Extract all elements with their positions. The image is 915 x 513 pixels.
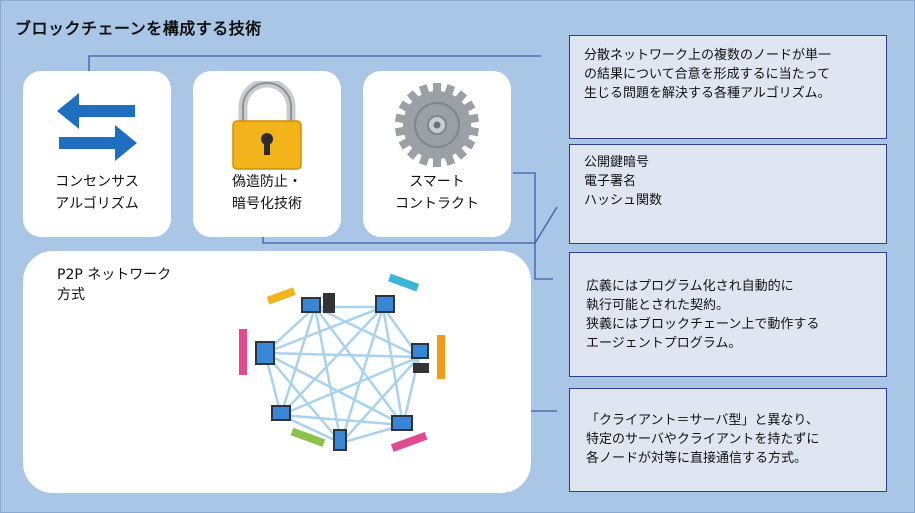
card-crypto: 偽造防止・ 暗号化技術 xyxy=(193,71,341,237)
p2p-network-icon xyxy=(239,273,445,452)
desc-line: 狭義にはブロックチェーン上で動作する xyxy=(586,317,820,332)
connector-smart-desc xyxy=(534,243,553,280)
connector-consensus xyxy=(88,55,541,71)
desc-line: 特定のサーバやクライアントを持たずに xyxy=(586,432,820,447)
card-p2p: P2P ネットワーク 方式 xyxy=(23,251,531,493)
desc-line: 生じる問題を解決する各種アルゴリズム。 xyxy=(584,86,831,101)
desc-smart-contract: 広義にはプログラム化され自動的に 執行可能とされた契約。 狭義にはブロックチェー… xyxy=(569,252,887,377)
desc-line: ハッシュ関数 xyxy=(584,193,663,208)
desc-line: エージェントプログラム。 xyxy=(586,336,742,351)
padlock-icon xyxy=(232,81,302,170)
desc-line: 「クライアント＝サーバ型」と異なり、 xyxy=(586,413,819,428)
card-label-line1: スマート xyxy=(409,174,465,190)
card-label-line1: コンセンサス xyxy=(55,174,139,190)
desc-line: 公開鍵暗号 xyxy=(584,155,650,170)
desc-line: 各ノードが対等に直接通信する方式。 xyxy=(586,451,808,466)
desc-line: 広義にはプログラム化され自動的に xyxy=(586,279,794,294)
p2p-label-line2: 方式 xyxy=(57,287,85,303)
connector-crypto-desc xyxy=(534,206,558,244)
gear-icon xyxy=(394,83,480,167)
desc-consensus: 分散ネットワーク上の複数のノードが単一 の結果について合意を形成するに当たって … xyxy=(569,35,887,139)
exchange-arrows-icon xyxy=(57,93,137,161)
card-label-line2: 暗号化技術 xyxy=(232,196,302,212)
desc-line: の結果について合意を形成するに当たって xyxy=(584,67,830,82)
page-title: ブロックチェーンを構成する技術 xyxy=(15,19,262,38)
card-label-line2: アルゴリズム xyxy=(55,196,139,212)
desc-line: 電子署名 xyxy=(584,174,637,189)
card-consensus: コンセンサス アルゴリズム xyxy=(23,71,171,237)
desc-crypto: 公開鍵暗号 電子署名 ハッシュ関数 xyxy=(569,144,887,244)
desc-line: 分散ネットワーク上の複数のノードが単一 xyxy=(584,48,832,63)
card-label-line1: 偽造防止・ xyxy=(232,174,302,190)
p2p-label-line1: P2P ネットワーク xyxy=(57,267,172,283)
card-smart-contract: スマート コントラクト xyxy=(363,71,511,237)
desc-p2p: 「クライアント＝サーバ型」と異なり、 特定のサーバやクライアントを持たずに 各ノ… xyxy=(569,388,887,492)
desc-line: 執行可能とされた契約。 xyxy=(586,298,730,313)
card-label-line2: コントラクト xyxy=(395,196,479,212)
network-nodes xyxy=(239,273,445,452)
